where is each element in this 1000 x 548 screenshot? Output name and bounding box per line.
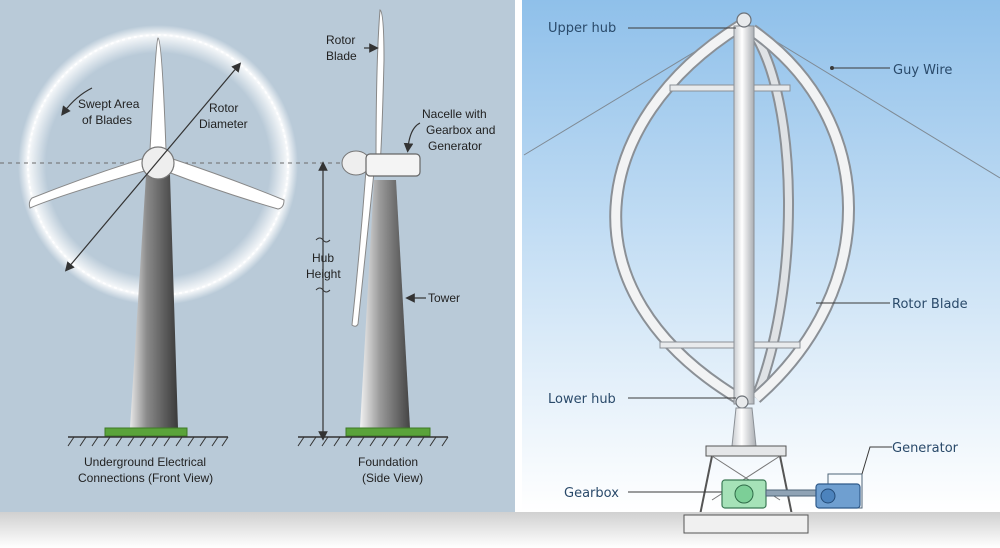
frame-leg-left — [699, 455, 713, 516]
floor-band — [0, 512, 1000, 548]
tower-label: Tower — [428, 291, 460, 305]
hub-height-break-bottom — [315, 287, 331, 293]
front-ground-hatch — [67, 436, 229, 447]
lower-strut — [659, 341, 801, 349]
nacelle-label-3: Generator — [428, 139, 482, 153]
side-rotor-blade-label-1: Rotor — [326, 33, 355, 47]
lower-hub — [735, 395, 749, 409]
nacelle-label-1: Nacelle with — [422, 107, 487, 121]
upper-strut — [669, 84, 791, 92]
drive-shaft — [765, 489, 819, 497]
side-tower — [360, 180, 410, 428]
generator-leader — [861, 446, 892, 475]
side-blade-bottom — [351, 169, 375, 327]
guy-wire-leader-dot — [830, 66, 834, 70]
guy-wire-right — [743, 21, 1000, 179]
upper-hub-label: Upper hub — [548, 21, 616, 36]
generator-rotor — [820, 488, 836, 504]
underground-label-2: Connections (Front View) — [78, 471, 213, 485]
side-rotor-blade-label-2: Blade — [326, 49, 357, 63]
foundation-pad-front — [683, 514, 809, 534]
guy-wire-label: Guy Wire — [893, 63, 952, 78]
front-grass-pad — [104, 427, 188, 437]
swept-area-label-1: Swept Area — [78, 97, 140, 111]
frame-leg-right — [779, 455, 793, 516]
rotor-diameter-label-1: Rotor — [209, 101, 238, 115]
side-grass-pad — [345, 427, 431, 437]
nacelle-pointer — [403, 122, 421, 153]
tower-base-taper — [731, 407, 757, 447]
foundation-label-2: (Side View) — [362, 471, 423, 485]
nacelle-label-2: Gearbox and — [426, 123, 495, 137]
generator-label: Generator — [892, 441, 959, 456]
rotor-diameter-label-2: Diameter — [199, 117, 248, 131]
rotor-diameter-arrow — [64, 62, 242, 272]
hub-height-label-1: Hub — [312, 251, 334, 265]
darrieus-blade-left — [611, 22, 743, 402]
foundation-label-1: Foundation — [358, 455, 418, 469]
swept-area-arrow — [61, 87, 93, 116]
darrieus-blade-right — [749, 26, 853, 402]
hub-height-break-top — [315, 237, 331, 243]
central-shaft — [733, 25, 755, 405]
lower-hub-label: Lower hub — [548, 392, 616, 407]
hub-height-label-2: Height — [306, 267, 341, 281]
gearbox-gear — [734, 484, 754, 504]
side-ground-hatch — [297, 436, 449, 447]
rotor-blade-label: Rotor Blade — [892, 297, 968, 312]
gearbox-label: Gearbox — [564, 486, 619, 501]
darrieus-blade-middle — [749, 28, 792, 400]
upper-hub — [736, 12, 752, 28]
frame-top — [705, 445, 787, 457]
swept-area-label-2: of Blades — [82, 113, 132, 127]
side-nacelle — [365, 153, 421, 177]
underground-label-1: Underground Electrical — [84, 455, 206, 469]
